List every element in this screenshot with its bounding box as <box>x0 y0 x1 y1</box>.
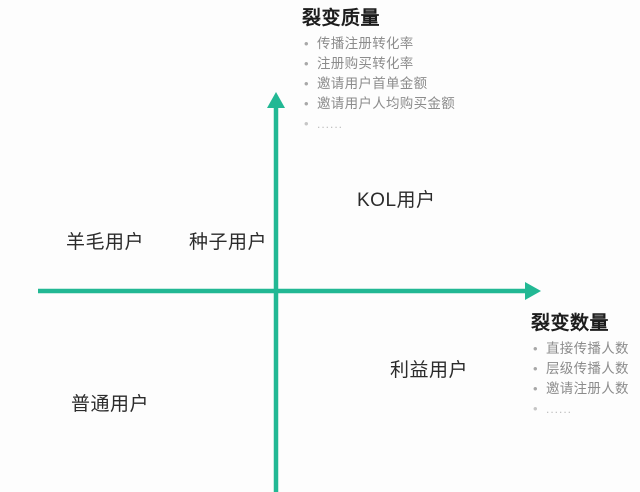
list-item-label: 注册购买转化率 <box>317 55 414 71</box>
annotation-quantity-list: • 直接传播人数 • 层级传播人数 • 邀请注册人数 • ...... <box>531 339 629 419</box>
list-item: • 传播注册转化率 <box>302 34 455 54</box>
quadrant-label-kol-user: KOL用户 <box>357 190 436 211</box>
list-item-label: 邀请注册人数 <box>546 380 629 396</box>
bullet-icon: • <box>304 35 309 51</box>
quadrant-label-seed-user: 种子用户 <box>189 232 268 253</box>
annotation-quantity-title: 裂变数量 <box>531 313 610 334</box>
annotation-fission-quantity: 裂变数量 • 直接传播人数 • 层级传播人数 • 邀请注册人数 • ...... <box>531 313 629 419</box>
list-item-ellipsis: • ...... <box>302 114 455 134</box>
list-item-label: 邀请用户首单金额 <box>317 75 428 91</box>
bullet-icon: • <box>533 360 538 376</box>
bullet-icon: • <box>304 75 309 91</box>
list-item-label: 层级传播人数 <box>546 360 629 376</box>
list-item-ellipsis: • ...... <box>531 399 629 419</box>
bullet-icon: • <box>533 400 539 416</box>
quadrant-label-benefit-user: 利益用户 <box>390 360 469 381</box>
list-item-label: 邀请用户人均购买金额 <box>317 95 455 111</box>
list-item-label: ...... <box>546 401 573 416</box>
list-item: • 邀请注册人数 <box>531 379 629 399</box>
list-item: • 邀请用户人均购买金额 <box>302 94 455 114</box>
quadrant-label-ordinary-user: 普通用户 <box>71 394 150 415</box>
bullet-icon: • <box>533 380 538 396</box>
list-item-label: 传播注册转化率 <box>317 35 414 51</box>
bullet-icon: • <box>304 95 309 111</box>
list-item: • 注册购买转化率 <box>302 54 455 74</box>
bullet-icon: • <box>533 340 538 356</box>
list-item: • 直接传播人数 <box>531 339 629 359</box>
list-item: • 邀请用户首单金额 <box>302 74 455 94</box>
list-item-label: ...... <box>317 116 344 131</box>
list-item: • 层级传播人数 <box>531 359 629 379</box>
annotation-quality-title: 裂变质量 <box>302 8 381 29</box>
bullet-icon: • <box>304 115 310 131</box>
annotation-fission-quality: 裂变质量 • 传播注册转化率 • 注册购买转化率 • 邀请用户首单金额 • 邀请… <box>302 8 455 134</box>
list-item-label: 直接传播人数 <box>546 340 629 356</box>
arrow-right-icon <box>525 282 541 300</box>
arrow-up-icon <box>267 92 285 108</box>
annotation-quality-list: • 传播注册转化率 • 注册购买转化率 • 邀请用户首单金额 • 邀请用户人均购… <box>302 34 455 134</box>
quadrant-label-wool-user: 羊毛用户 <box>66 232 145 253</box>
bullet-icon: • <box>304 55 309 71</box>
